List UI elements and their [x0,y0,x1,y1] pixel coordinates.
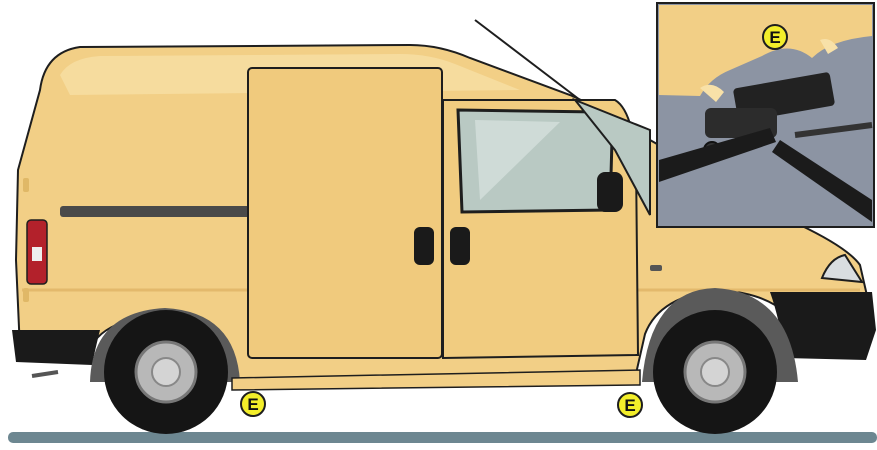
exhaust [32,372,58,376]
inset-jack-point-marker: E [763,25,787,49]
sliding-door [248,68,442,358]
tail-light-lens [32,247,42,261]
side-strip [60,206,250,217]
door-handle-front [450,227,470,265]
front-jack-point-label: E [624,396,635,415]
inset-jack-point-label: E [769,28,780,47]
rear-hinge-top [23,178,29,192]
ground-line [8,432,877,443]
front-jack-point-marker: E [618,393,642,417]
rear-jack-point-label: E [247,395,258,414]
rear-wheel [104,310,228,434]
rear-bumper [12,330,100,365]
side-mirror [597,172,623,212]
side-indicator [650,265,662,271]
front-wheel [653,310,777,434]
rear-jack-point-marker: E [241,392,265,416]
rear-hinge-bottom [23,288,29,302]
door-handle-rear [414,227,434,265]
